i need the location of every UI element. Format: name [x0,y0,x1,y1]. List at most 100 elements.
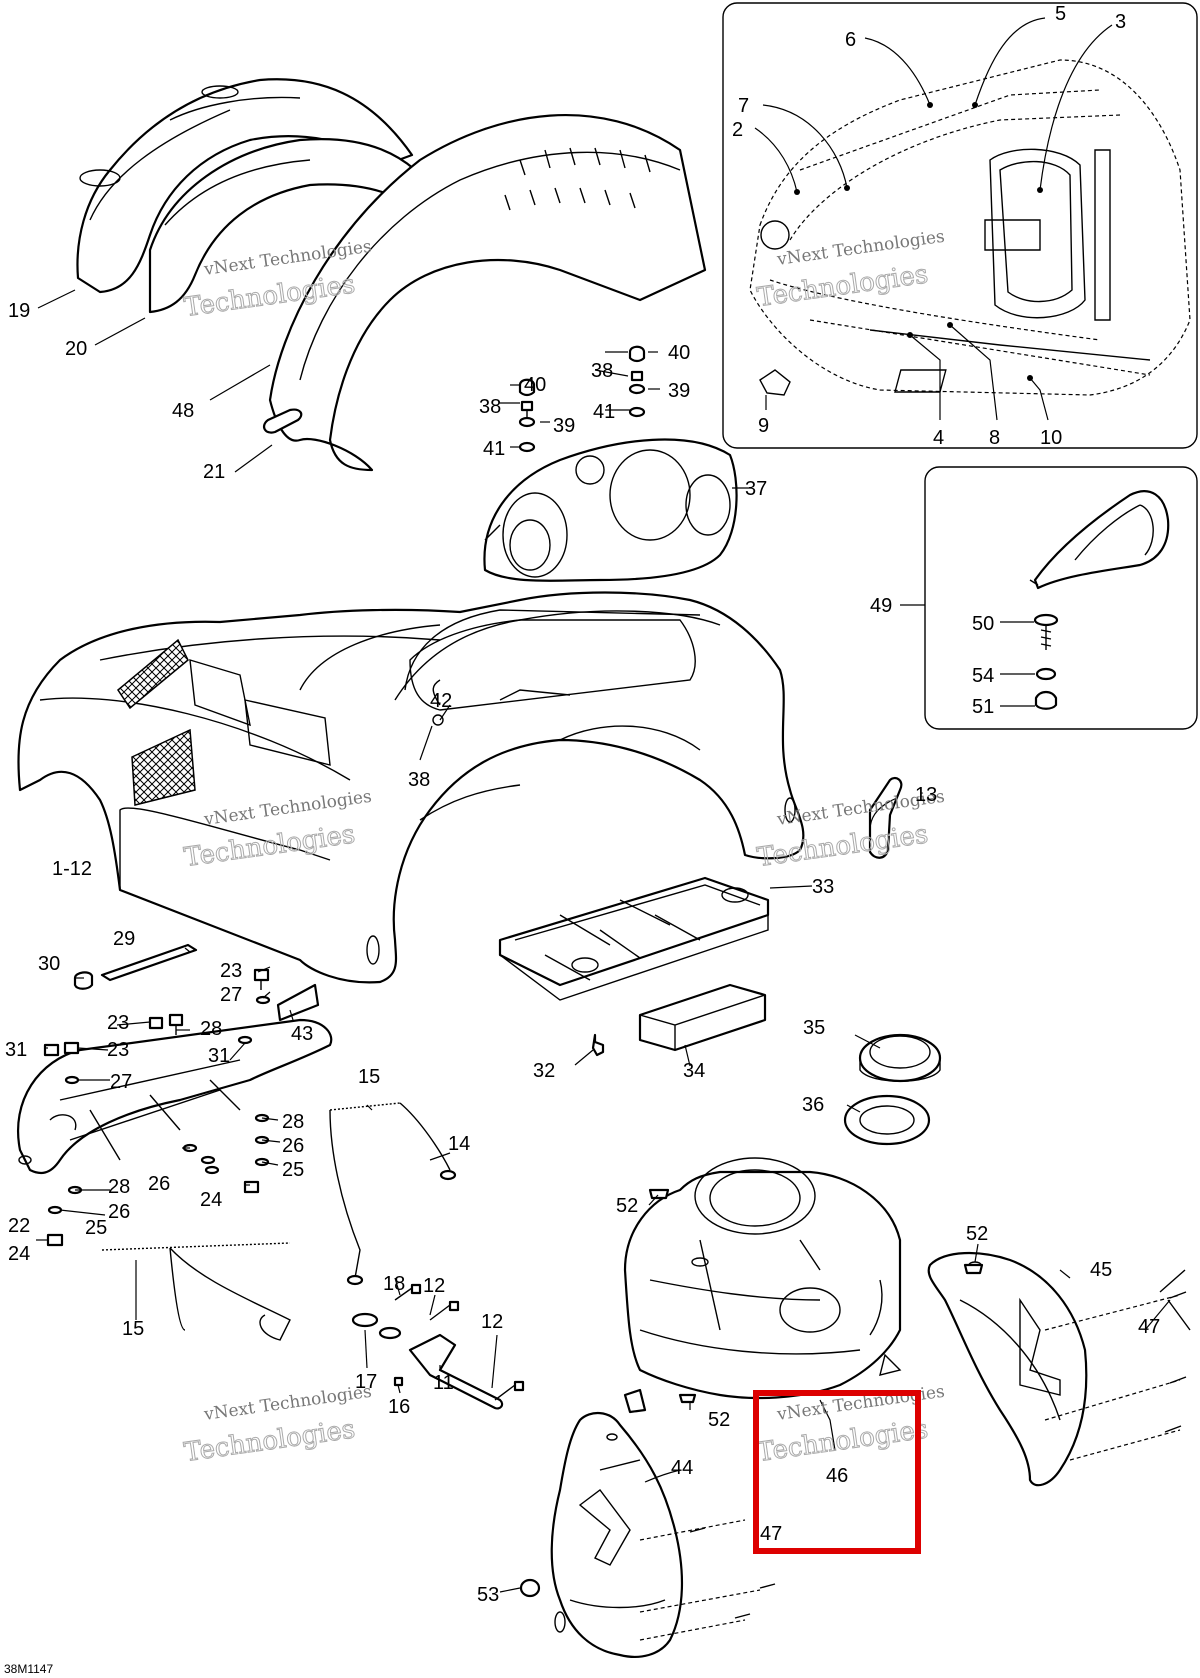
label: 5 [1055,3,1066,25]
label: 51 [972,696,994,718]
label: 28 [108,1176,130,1198]
label: 29 [113,928,135,950]
label: 12 [481,1311,503,1333]
gauge-panel-37 [483,438,738,582]
label: 12 [423,1275,445,1297]
fastener-stack-left [518,378,536,453]
label: 16 [388,1396,410,1418]
leader-lines [36,17,1171,1593]
label: 53 [477,1584,499,1606]
label: 42 [430,690,452,712]
label: 32 [533,1060,555,1082]
side-panel-44 [550,1412,684,1658]
label: 13 [915,784,937,806]
side-panel-45 [927,1252,1088,1487]
screw-50 [1033,613,1059,650]
label: 24 [200,1189,222,1211]
label: 39 [668,380,690,402]
label: 28 [200,1018,222,1040]
label: 49 [870,595,892,617]
label: 47 [760,1523,782,1545]
label: 41 [483,438,505,460]
label: 27 [220,984,242,1006]
lever-11 [351,1283,525,1410]
decal-inset [722,2,1198,449]
label: 37 [745,478,767,500]
label: 3 [1115,11,1126,33]
label: 44 [671,1457,693,1479]
label: 38 [479,396,501,418]
ring-35 [858,1033,942,1083]
label: 38 [408,769,430,791]
label: 2 [732,119,743,141]
label: 11 [433,1372,454,1394]
fastener-stack-right [628,345,646,418]
label: 41 [593,401,615,423]
highlight-box [753,1390,921,1554]
label: 6 [845,29,856,51]
label: 52 [966,1223,988,1245]
label: 40 [668,342,690,364]
label: 23 [107,1039,129,1061]
label: 4 [933,427,944,449]
label: 9 [758,415,769,437]
label: 25 [85,1217,107,1239]
callout-labels: 5 3 6 7 2 9 4 8 10 19 20 48 21 40 38 39 … [5,3,1160,1606]
label: 50 [972,613,994,635]
label: 25 [282,1159,304,1181]
label: 40 [524,374,546,396]
label: 27 [110,1071,132,1093]
latch-parts [17,943,333,1175]
label: 23 [220,960,242,982]
label: 28 [282,1111,304,1133]
label: 8 [989,427,1000,449]
label: 24 [8,1243,30,1265]
label: 14 [448,1133,470,1155]
rivets [519,1188,1191,1641]
label: 34 [683,1060,705,1082]
label: 31 [208,1045,230,1067]
label: 45 [1090,1259,1112,1281]
clip-21 [262,408,303,434]
label: 31 [5,1039,27,1061]
spring-cable-lower [101,1242,291,1341]
label: 33 [812,876,834,898]
panel-48 [268,113,707,472]
nut-51 [1034,690,1058,710]
label: 22 [8,1215,30,1237]
label: 48 [172,400,194,422]
hood-1-12 [17,591,805,984]
washer-54 [1035,667,1057,681]
label: 20 [65,338,87,360]
label: 17 [355,1371,377,1393]
drawing-code: 38M1147 [4,1662,53,1676]
handle-inset [924,466,1198,730]
label: 47 [1138,1316,1160,1338]
label: 18 [383,1273,405,1295]
label: 36 [802,1094,824,1116]
label: 26 [282,1135,304,1157]
label: 10 [1040,427,1062,449]
label: 15 [122,1318,144,1340]
label: 35 [803,1017,825,1039]
label: 30 [38,953,60,975]
screw-32 [591,1033,605,1057]
label: 23 [107,1012,129,1034]
tray-33 [498,876,770,1001]
console-46 [623,1157,902,1414]
ring-36 [843,1094,931,1146]
label: 52 [708,1409,730,1431]
label: 26 [108,1201,130,1223]
block-34 [638,983,767,1052]
label: 7 [738,95,749,117]
label: 21 [203,461,225,483]
label: 26 [148,1173,170,1195]
label: 46 [826,1465,848,1487]
label: 39 [553,415,575,437]
spring-cable-upper [329,1102,457,1286]
label: 15 [358,1066,380,1088]
label: 1-12 [52,858,92,880]
label: 54 [972,665,994,687]
label: 43 [291,1023,313,1045]
